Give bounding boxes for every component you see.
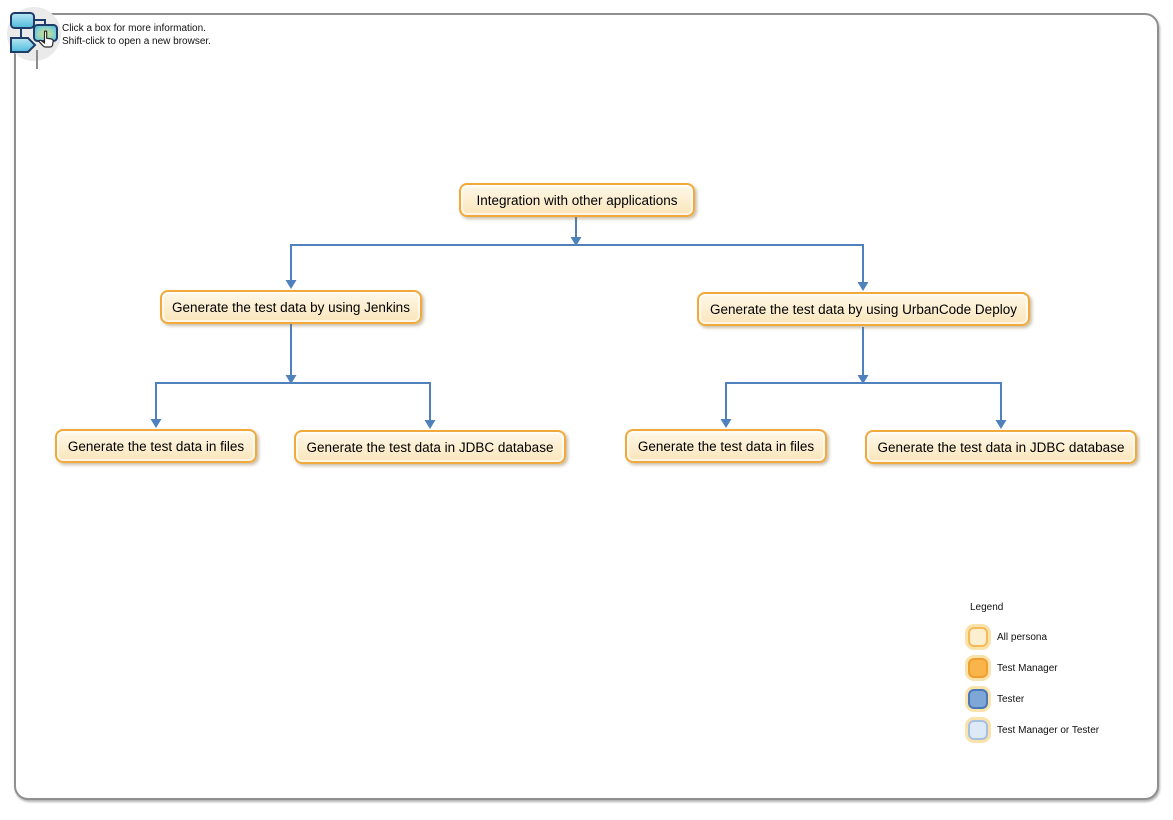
tester-swatch xyxy=(968,689,988,709)
test-manager-swatch xyxy=(968,658,988,678)
icon-flow-box-top xyxy=(10,12,35,29)
legend-title: Legend xyxy=(970,602,1004,613)
node-label: Generate the test data in JDBC database xyxy=(877,439,1125,455)
node-urbancode-generate-test-data-jdbc[interactable]: Generate the test data in JDBC database xyxy=(865,430,1137,464)
node-label: Generate the test data by using UrbanCod… xyxy=(710,301,1017,317)
icon-flow-pentagon xyxy=(10,37,37,53)
legend-label: All persona xyxy=(997,631,1048,643)
node-integration-with-other-applications[interactable]: Integration with other applications xyxy=(459,183,695,217)
hand-cursor-icon xyxy=(38,30,54,48)
legend-item-test-manager-or-tester: Test Manager or Tester xyxy=(968,720,1099,740)
legend-item-tester: Tester xyxy=(968,689,1099,709)
instructions-line1: Click a box for more information. xyxy=(62,23,206,34)
node-generate-test-data-jenkins[interactable]: Generate the test data by using Jenkins xyxy=(160,290,422,324)
node-jenkins-generate-test-data-files[interactable]: Generate the test data in files xyxy=(55,429,257,463)
legend: Legend All persona Test Manager Tester T… xyxy=(968,602,1099,751)
legend-label: Test Manager or Tester xyxy=(997,724,1100,736)
node-generate-test-data-urbancode-deploy[interactable]: Generate the test data by using UrbanCod… xyxy=(697,292,1030,326)
instructions-text: Click a box for more information. Shift-… xyxy=(62,22,211,48)
node-urbancode-generate-test-data-files[interactable]: Generate the test data in files xyxy=(625,429,827,463)
instructions-line2: Shift-click to open a new browser. xyxy=(62,36,211,47)
test-manager-or-tester-swatch xyxy=(968,720,988,740)
node-label: Generate the test data in files xyxy=(637,438,815,454)
node-jenkins-generate-test-data-jdbc[interactable]: Generate the test data in JDBC database xyxy=(294,430,566,464)
legend-item-test-manager: Test Manager xyxy=(968,658,1099,678)
clickable-diagram-icon xyxy=(7,7,61,69)
node-label: Integration with other applications xyxy=(476,192,678,208)
node-label: Generate the test data by using Jenkins xyxy=(172,299,410,315)
legend-item-all-persona: All persona xyxy=(968,627,1099,647)
node-label: Generate the test data in files xyxy=(67,438,245,454)
node-label: Generate the test data in JDBC database xyxy=(306,439,554,455)
legend-label: Tester xyxy=(997,693,1025,705)
all-persona-swatch xyxy=(968,627,988,647)
legend-label: Test Manager xyxy=(997,662,1058,674)
